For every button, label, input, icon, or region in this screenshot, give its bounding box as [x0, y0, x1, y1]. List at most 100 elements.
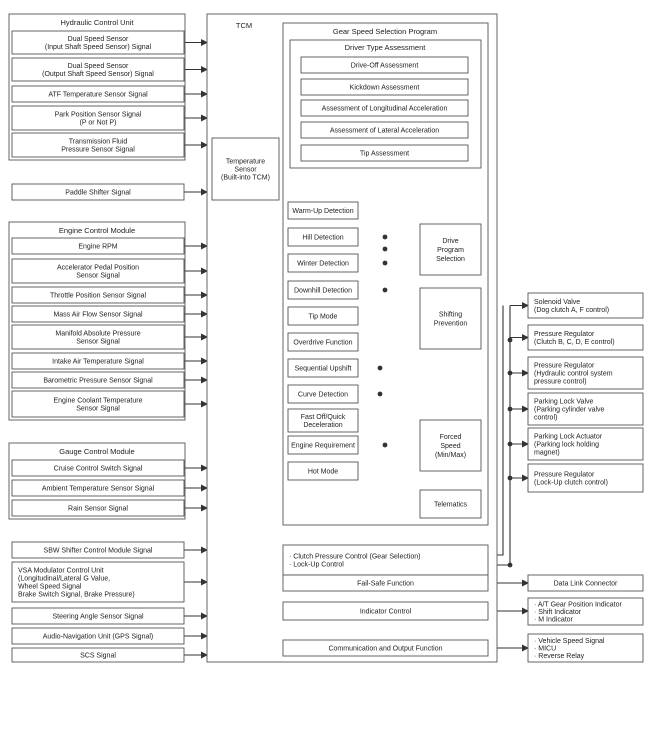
fail-safe-function-label: Fail-Safe Function: [357, 581, 414, 588]
detection-overdrive-function-label: Overdrive Function: [293, 340, 352, 347]
input-throttle-position-sensor-signal-box: [11, 286, 185, 304]
shifting-prevention-box: [419, 287, 482, 350]
input-engine-coolant-temperature-box: [11, 390, 185, 418]
output-data-link-connector-box: [527, 574, 644, 592]
assessment-tip-assessment-box: [300, 144, 469, 162]
input-rain-sensor-signal-label: Rain Sensor Signal: [68, 506, 128, 513]
detection-downhill-detection-label: Downhill Detection: [294, 288, 352, 295]
output-parking-lock-valve-3-label: Parking Lock Valve(Parking cylinder valv…: [534, 399, 605, 422]
output-solenoid-valve-0-label: Solenoid Valve(Dog clutch A, F control): [534, 299, 609, 314]
output-solenoid-valve-0-box: [527, 292, 644, 319]
output-pressure-regulator-1-label: Pressure Regulator(Clutch B, C, D, E con…: [534, 331, 615, 346]
input-manifold-absolute-pressure-box: [11, 324, 185, 350]
input-accelerator-pedal-position-box: [11, 258, 185, 284]
detection-winter-detection-box: [287, 253, 359, 273]
output-pressure-regulator-5-label: Pressure Regulator(Lock-Up clutch contro…: [534, 472, 608, 487]
junction-dot: [507, 441, 513, 447]
assessment-assessment-of-lateral-acceleration-box: [300, 121, 469, 139]
output-pressure-regulator-2-label: Pressure Regulator(Hydraulic control sys…: [534, 363, 613, 386]
assessment-assessment-of-lateral-acceleration-label: Assessment of Lateral Acceleration: [330, 128, 439, 135]
detection-curve-detection-label: Curve Detection: [298, 392, 348, 399]
input-cruise-control-switch-signal-box: [11, 459, 185, 477]
assessment-drive-off-assessment-label: Drive-Off Assessment: [351, 63, 419, 70]
detection-tip-mode-label: Tip Mode: [309, 314, 338, 321]
engine-control-module-group: [8, 221, 186, 421]
junction-dot: [507, 475, 513, 481]
input-intake-air-temperature-signal-box: [11, 352, 185, 370]
communication-output-function-box: [282, 639, 489, 657]
telematics-label: Telematics: [434, 502, 468, 509]
input-atf-temperature-sensor-signal-label: ATF Temperature Sensor Signal: [48, 92, 148, 99]
input-dual-speed-sensor-label: Dual Speed Sensor(Output Shaft Speed Sen…: [42, 63, 154, 78]
input-engine-rpm-box: [11, 237, 185, 255]
assessment-assessment-of-longitudinal-acceleration-box: [300, 99, 469, 117]
input-mass-air-flow-sensor-signal-label: Mass Air Flow Sensor Signal: [53, 312, 143, 319]
input-rain-sensor-signal-box: [11, 499, 185, 517]
output-data-link-connector-label: Data Link Connector: [554, 581, 618, 588]
detection-hot-mode-label: Hot Mode: [308, 469, 338, 476]
input-sbw-shifter-box: [11, 541, 185, 559]
input-transmission-fluid-box: [11, 132, 185, 158]
driver-type-assessment-group: [289, 39, 482, 169]
detection-overdrive-function-box: [287, 332, 359, 352]
gauge-control-module-title: Gauge Control Module: [59, 447, 134, 456]
input-ambient-temperature-sensor-signal-box: [11, 479, 185, 497]
engine-control-module-title: Engine Control Module: [59, 226, 135, 235]
input-cruise-control-switch-signal-label: Cruise Control Switch Signal: [54, 466, 143, 473]
output-communication-signals-box: [527, 633, 644, 663]
junction-dot: [507, 337, 513, 343]
assessment-tip-assessment-label: Tip Assessment: [360, 151, 409, 158]
temperature-sensor-box: [211, 137, 280, 201]
detection-curve-detection-box: [287, 384, 359, 404]
clutch-pressure-control-box: [282, 544, 489, 576]
gear-speed-selection-program-title: Gear Speed Selection Program: [333, 27, 437, 36]
output-communication-signals-label: · Vehicle Speed Signal· MICU· Reverse Re…: [534, 638, 605, 660]
input-dual-speed-sensor-label: Dual Speed Sensor(Input Shaft Speed Sens…: [45, 36, 152, 51]
assessment-kickdown-assessment-label: Kickdown Assessment: [350, 85, 420, 92]
gauge-control-module-group: [8, 442, 186, 520]
clutch-pressure-control-label: · Clutch Pressure Control (Gear Selectio…: [289, 554, 421, 569]
junction-dot: [382, 260, 388, 266]
input-paddle-shifter-label: Paddle Shifter Signal: [65, 190, 131, 197]
output-pressure-regulator-1-box: [527, 324, 644, 351]
input-scs-label: SCS Signal: [80, 653, 116, 660]
assessment-drive-off-assessment-box: [300, 56, 469, 74]
junction-dot: [507, 562, 513, 568]
hydraulic-control-unit-group: [8, 13, 186, 161]
input-dual-speed-sensor-box: [11, 30, 185, 55]
output-pressure-regulator-2-box: [527, 356, 644, 390]
input-audio-navigation-box: [11, 627, 185, 645]
output-parking-lock-actuator-4-box: [527, 427, 644, 461]
detection-engine-requirement-box: [287, 435, 359, 455]
input-engine-rpm-label: Engine RPM: [78, 244, 117, 251]
assessment-assessment-of-longitudinal-acceleration-label: Assessment of Longitudinal Acceleration: [322, 106, 448, 113]
tcm-title: TCM: [236, 21, 252, 30]
input-scs-box: [11, 647, 185, 663]
input-vsa-modulator-label: VSA Modulator Control Unit(Longitudinal/…: [18, 568, 135, 599]
input-barometric-pressure-sensor-signal-box: [11, 371, 185, 389]
detection-sequential-upshift-box: [287, 358, 359, 378]
hydraulic-control-unit-title: Hydraulic Control Unit: [61, 18, 135, 27]
input-park-position-sensor-signal-box: [11, 105, 185, 131]
detection-warm-up-detection-box: [287, 201, 359, 220]
detection-fast-off-quick-box: [287, 408, 359, 433]
detection-hill-detection-box: [287, 227, 359, 247]
fail-safe-function-box: [282, 574, 489, 592]
indicator-control-box: [282, 601, 489, 621]
input-throttle-position-sensor-signal-label: Throttle Position Sensor Signal: [50, 293, 147, 300]
detection-tip-mode-box: [287, 306, 359, 326]
detection-hill-detection-label: Hill Detection: [302, 235, 343, 242]
input-atf-temperature-sensor-signal-box: [11, 85, 185, 103]
junction-dot: [382, 234, 388, 240]
forced-speed-box: [419, 419, 482, 472]
detection-engine-requirement-label: Engine Requirement: [291, 443, 355, 450]
